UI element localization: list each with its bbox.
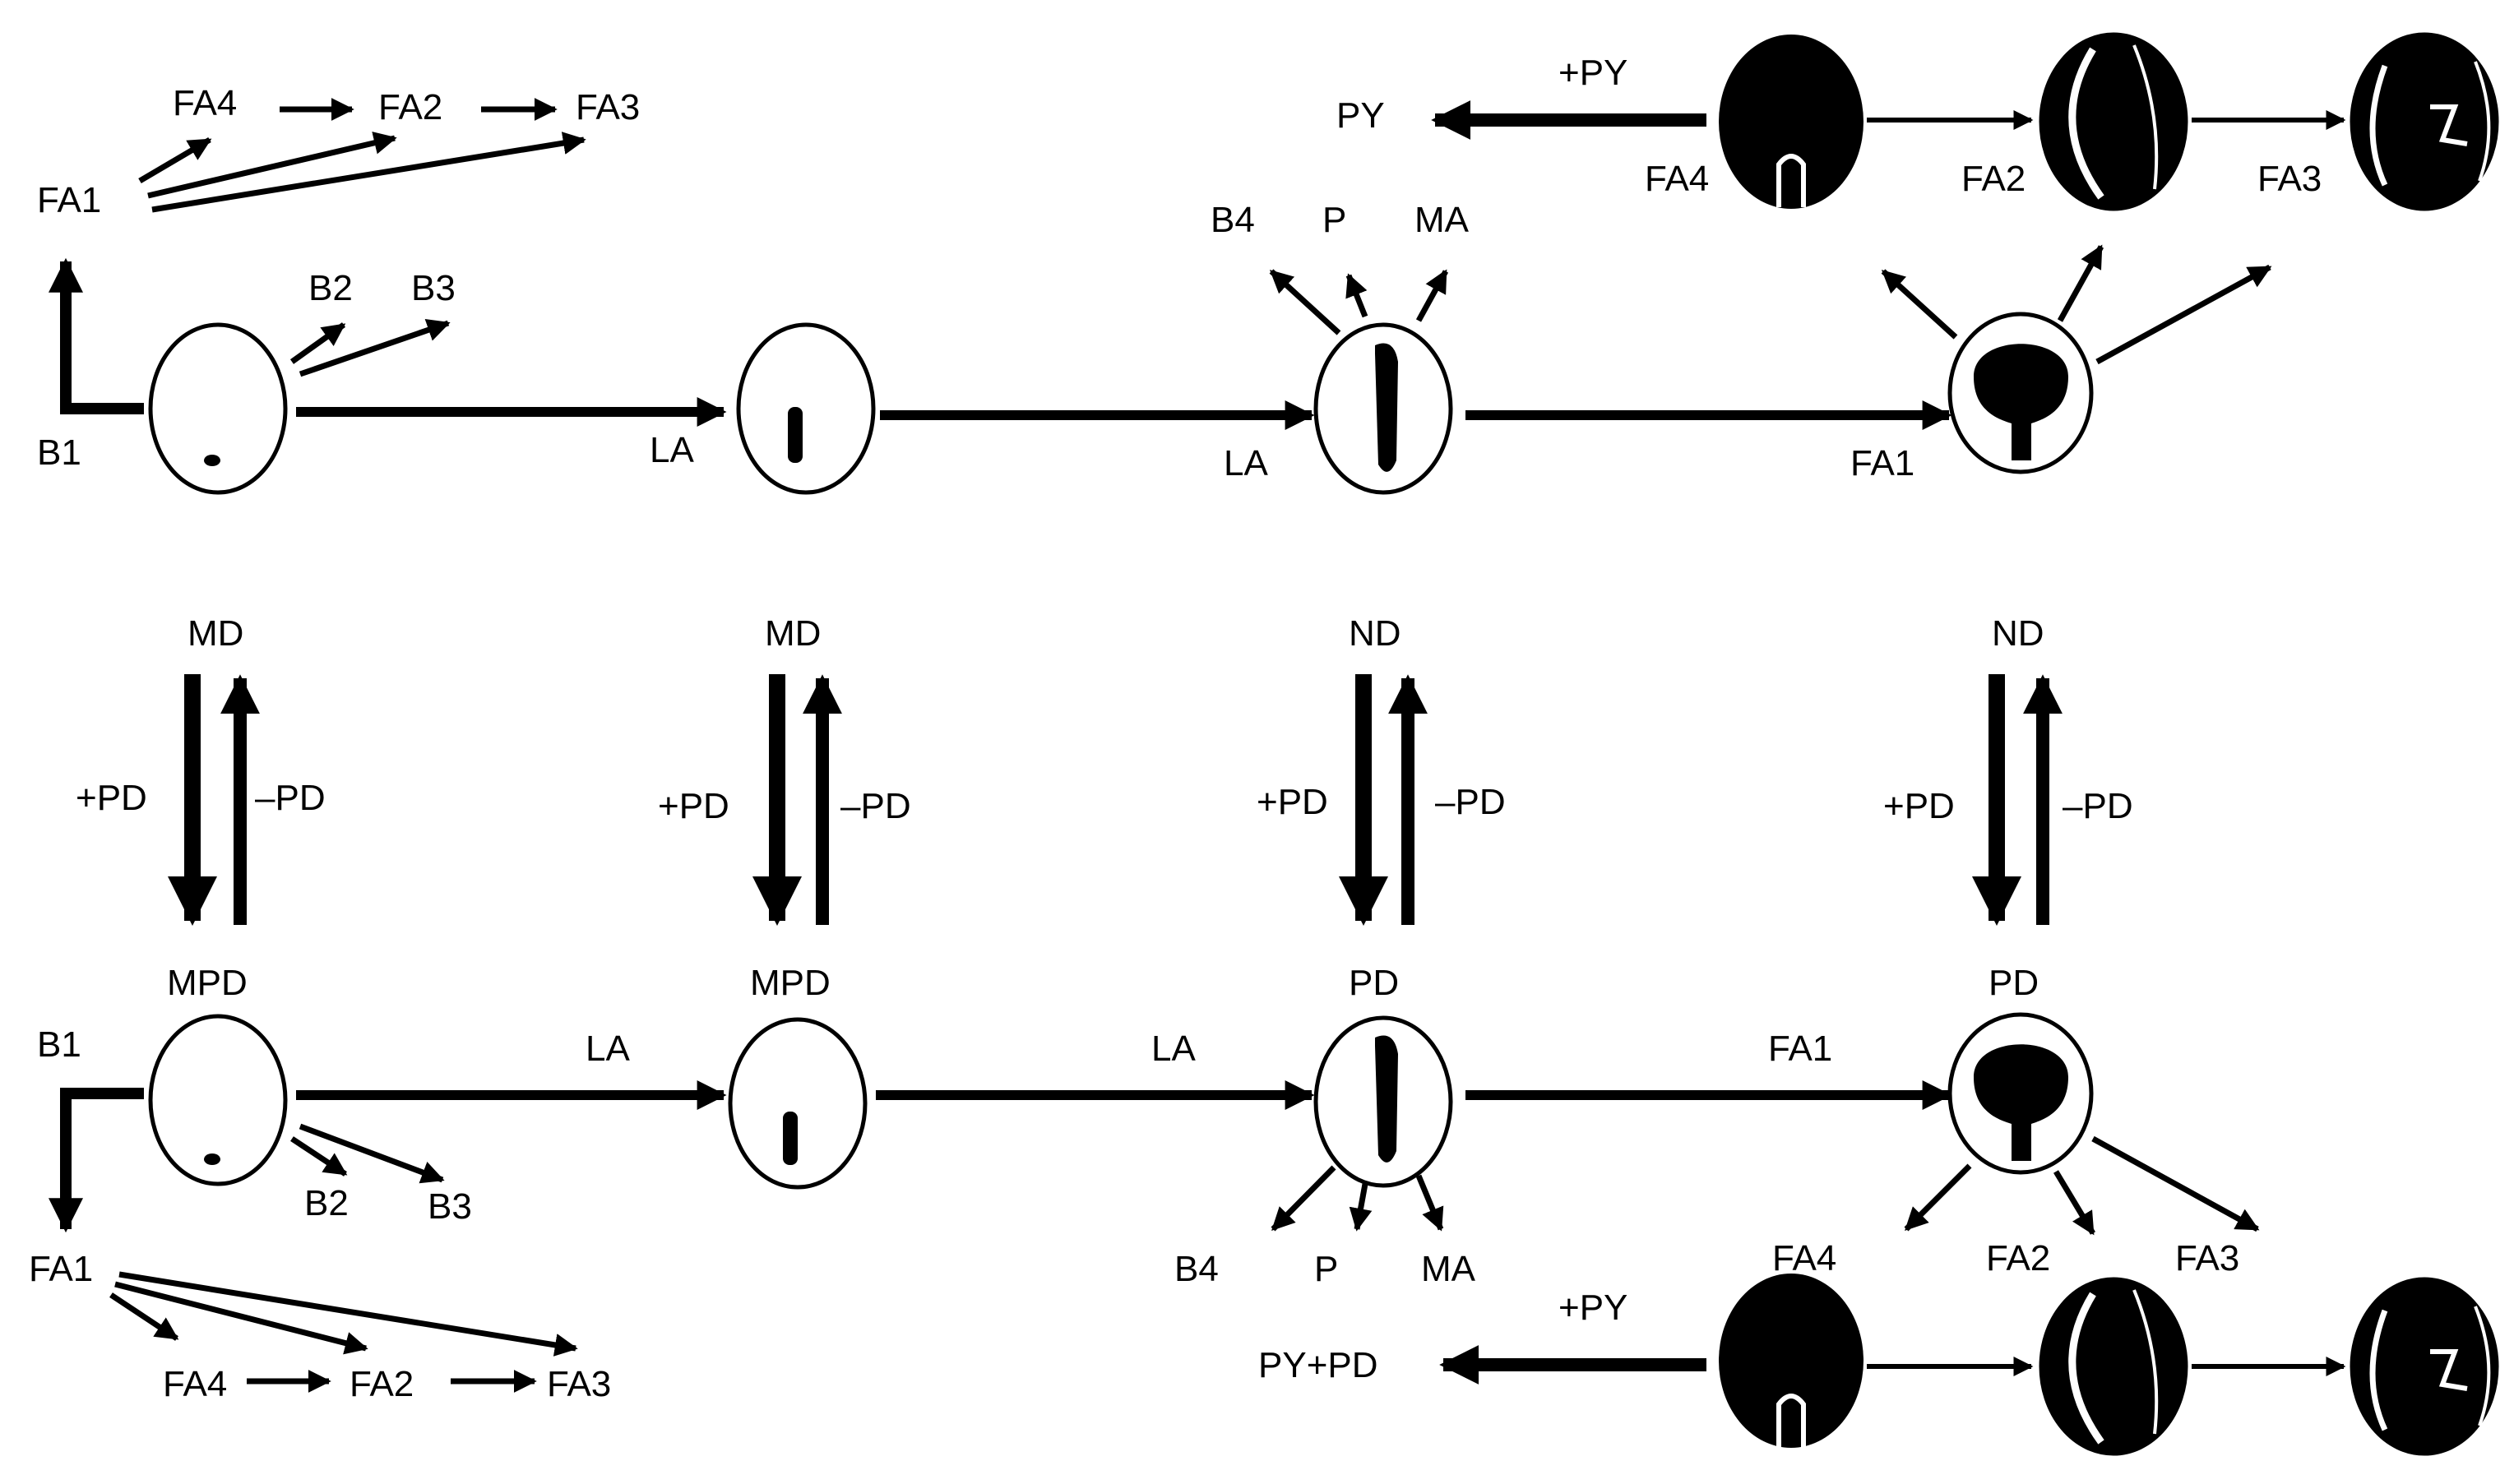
top-b1-label: B1 <box>37 432 81 473</box>
bottom-stage4-fa3-arrow <box>2091 1135 2260 1232</box>
middle-col-1-top: MD <box>188 613 243 654</box>
top-fa3-label: FA3 <box>576 87 640 127</box>
middle-col-4: ND +PD –PD PD <box>1883 613 2133 1003</box>
bottom-fa2-label: FA2 <box>350 1364 414 1404</box>
top-fa3-embryo <box>2350 32 2499 211</box>
top-fa1-fa2-arrow <box>147 132 397 199</box>
top-plus-py-label: +PY <box>1558 53 1627 93</box>
bottom-b1-label: B1 <box>37 1024 81 1065</box>
top-fa1-main-label: FA1 <box>1850 443 1914 483</box>
middle-col-1-left: +PD <box>76 778 147 818</box>
top-fa2-label: FA2 <box>378 87 442 127</box>
top-fa4-embryo <box>1719 35 1864 209</box>
top-fa1-fa4-arrow <box>138 136 212 184</box>
top-ma-arrow <box>1415 269 1449 322</box>
top-stage4-fa2-arrow <box>2057 244 2104 322</box>
top-b1-fa1-elbow-arrow <box>49 257 144 414</box>
top-stage4-fa4-arrow <box>1881 269 1958 340</box>
top-py-label: PY <box>1336 95 1385 136</box>
middle-col-2-left: +PD <box>658 786 729 826</box>
bottom-py-pd-label: PY+PD <box>1258 1345 1378 1385</box>
middle-col-4-left: +PD <box>1883 786 1955 826</box>
top-fa1-fa3-arrow <box>151 132 586 213</box>
bottom-fa2-right-label: FA2 <box>1986 1238 2050 1278</box>
middle-col-2-right: –PD <box>840 786 911 826</box>
bottom-p-label: P <box>1314 1249 1338 1289</box>
middle-col-1-bottom: MPD <box>167 963 248 1003</box>
bottom-fa3-right-label: FA3 <box>2175 1238 2239 1278</box>
bottom-stage-4-embryo <box>1947 1012 2094 1175</box>
bottom-la-label-1: LA <box>586 1029 630 1069</box>
top-b2-arrow <box>289 322 346 364</box>
bottom-pathway: B1 B2 B3 FA1 FA4 FA2 FA3 LA LA FA1 B4 P … <box>29 1012 2499 1456</box>
middle-col-2-bottom: MPD <box>750 963 831 1003</box>
bottom-stage-3-embryo <box>1313 1015 1453 1188</box>
bottom-b2-arrow <box>290 1136 348 1177</box>
bottom-b2-label: B2 <box>304 1183 349 1223</box>
top-fa4-label: FA4 <box>173 83 237 123</box>
bottom-stage4-fa4-arrow <box>1904 1163 1972 1232</box>
top-b2-label: B2 <box>308 268 353 308</box>
top-fa1-label: FA1 <box>37 180 101 220</box>
middle-col-4-right: –PD <box>2063 786 2133 826</box>
top-stage-4-embryo <box>1947 312 2094 474</box>
bottom-fa1-fa2-arrow <box>114 1281 368 1355</box>
middle-col-3-top: ND <box>1349 613 1401 654</box>
top-p-arrow <box>1345 273 1368 318</box>
bottom-ma-label: MA <box>1421 1249 1476 1289</box>
bottom-p-arrow <box>1349 1183 1373 1232</box>
middle-col-4-top: ND <box>1992 613 2044 654</box>
bottom-fa2-embryo <box>2039 1277 2188 1456</box>
top-fa2-right-label: FA2 <box>1961 159 2026 199</box>
bottom-fa1-fa3-arrow <box>118 1271 578 1357</box>
middle-col-3-right: –PD <box>1435 782 1506 822</box>
top-la-label-1: LA <box>650 430 694 470</box>
bottom-ma-arrow <box>1415 1174 1444 1232</box>
top-fa4-right-label: FA4 <box>1645 159 1709 199</box>
bottom-stage-2-embryo <box>728 1017 868 1190</box>
bottom-b3-label: B3 <box>428 1186 472 1227</box>
top-la-label-2: LA <box>1224 443 1268 483</box>
middle-col-2-top: MD <box>765 613 821 654</box>
bottom-fa4-embryo <box>1719 1274 1864 1448</box>
bottom-la-label-2: LA <box>1151 1029 1196 1069</box>
bottom-b3-arrow <box>299 1123 445 1184</box>
top-stage-2-embryo <box>736 322 876 495</box>
top-b4-label: B4 <box>1211 200 1255 240</box>
bottom-stage4-fa2-arrow <box>2053 1170 2096 1236</box>
top-pathway: FA1 FA4 FA2 FA3 B1 B2 B3 LA LA B4 P MA F… <box>37 32 2499 495</box>
bottom-fa1-label: FA1 <box>29 1249 93 1289</box>
top-b4-arrow <box>1269 269 1341 335</box>
top-stage4-fa3-arrow <box>2095 264 2272 365</box>
top-stage-3-embryo <box>1313 322 1453 495</box>
bottom-fa4-right-label: FA4 <box>1772 1238 1836 1278</box>
bottom-fa1-fa4-arrow <box>109 1292 179 1341</box>
top-b3-arrow <box>299 318 451 377</box>
bottom-b4-arrow <box>1271 1165 1336 1232</box>
middle-col-3-left: +PD <box>1257 782 1328 822</box>
bottom-plus-py-label: +PY <box>1558 1288 1627 1328</box>
bottom-b4-label: B4 <box>1174 1249 1219 1289</box>
top-b3-label: B3 <box>411 268 456 308</box>
middle-col-4-bottom: PD <box>1989 963 2039 1003</box>
middle-pd-transitions: MD +PD –PD MPD MD +PD –PD MPD ND +PD –PD… <box>76 613 2133 1003</box>
top-ma-label: MA <box>1414 200 1470 240</box>
bottom-stage-1-embryo <box>148 1014 288 1186</box>
top-fa2-embryo <box>2039 32 2188 211</box>
bottom-fa1-main-label: FA1 <box>1768 1029 1832 1069</box>
bottom-fa3-label: FA3 <box>547 1364 611 1404</box>
top-p-label: P <box>1322 200 1346 240</box>
top-fa3-right-label: FA3 <box>2257 159 2322 199</box>
middle-col-3: ND +PD –PD PD <box>1257 613 1506 1003</box>
middle-col-1-right: –PD <box>255 778 326 818</box>
bottom-fa4-label: FA4 <box>163 1364 227 1404</box>
bottom-b1-fa1-elbow-arrow <box>49 1088 144 1233</box>
top-stage-1-embryo <box>148 322 288 495</box>
middle-col-2: MD +PD –PD MPD <box>658 613 911 1003</box>
bottom-fa3-embryo <box>2350 1277 2499 1456</box>
middle-col-3-bottom: PD <box>1349 963 1399 1003</box>
middle-col-1: MD +PD –PD MPD <box>76 613 326 1003</box>
